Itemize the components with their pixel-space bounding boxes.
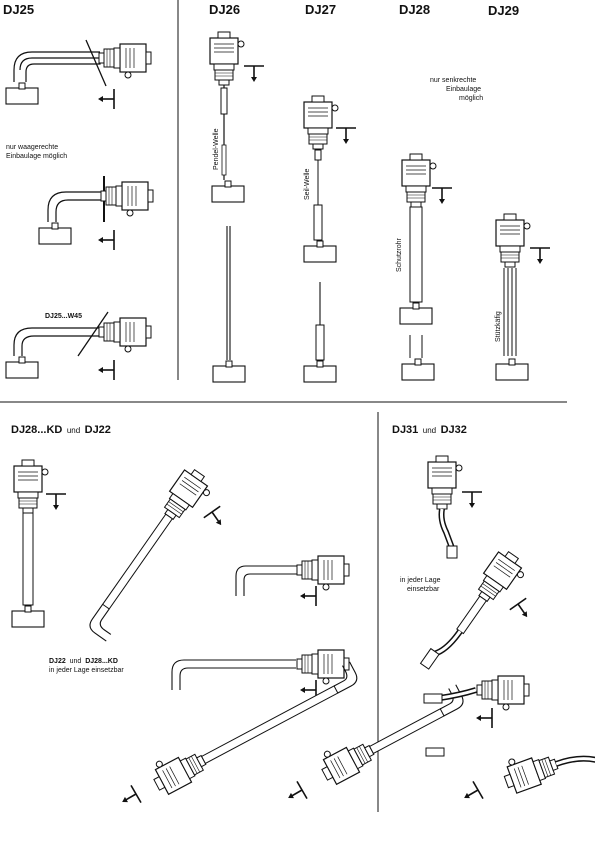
heading-dj31: DJ31 (392, 424, 419, 436)
heading-dj27: DJ27 (305, 2, 337, 17)
heading-dj25: DJ25 (3, 2, 35, 17)
heading-dj31-und-dj32: DJ31 und DJ32 (392, 421, 467, 437)
note-vertical-line3: möglich (459, 95, 484, 102)
heading-dj26: DJ26 (209, 2, 241, 17)
note-horizontal-line2: Einbaulage möglich (6, 153, 68, 160)
dj32-horizontal (423, 675, 530, 729)
dj29-diagram (495, 213, 551, 381)
dj25-diagram-1 (5, 39, 152, 110)
note-any-b-line1: in jeder Lage (400, 577, 441, 584)
note-any-a-dj22: DJ22 (49, 658, 66, 665)
heading-dj32: DJ32 (440, 424, 467, 436)
dj25-diagram-2 (38, 176, 154, 251)
heading-dj29: DJ29 (488, 3, 520, 18)
dj22-horizontal-2 (171, 649, 350, 701)
note-horizontal-line1: nur waagerechte (6, 144, 59, 151)
dj27-diagram (303, 95, 357, 383)
heading-dj28: DJ28 (399, 2, 431, 17)
dj28-diagram (399, 153, 453, 381)
dj25-diagram-3 (5, 311, 152, 381)
note-vertical-line1: nur senkrechte (430, 77, 477, 84)
dj28kd-vertical (11, 459, 67, 628)
note-dj25-w45: DJ25...W45 (45, 313, 82, 320)
note-any-b-line2: einsetzbar (407, 586, 440, 593)
dj22-horizontal-1 (235, 555, 350, 607)
dj31-diagonal (419, 546, 531, 670)
dj31-vertical (427, 455, 483, 559)
heading-dj22: DJ22 (84, 424, 111, 436)
dj26-diagram (209, 31, 265, 383)
dj22-diagonal-2 (146, 661, 358, 798)
heading-und-1: und (66, 426, 81, 435)
note-any-a-line2: in jeder Lage einsetzbar (49, 667, 124, 674)
heading-dj28kd-und-dj22: DJ28...KD und DJ22 (11, 421, 111, 437)
note-any-a-dj28kd: DJ28...KD (85, 658, 118, 665)
heading-dj28kd: DJ28...KD (11, 424, 63, 436)
heading-und-2: und (422, 426, 437, 435)
dj22-diagonal-1 (89, 464, 217, 642)
note-any-a-und: und (69, 658, 82, 665)
note-any-a-line1: DJ22 und DJ28...KD (49, 657, 118, 666)
dj32-diagonal (498, 744, 595, 796)
note-vertical-line2: Einbaulage (446, 86, 482, 93)
